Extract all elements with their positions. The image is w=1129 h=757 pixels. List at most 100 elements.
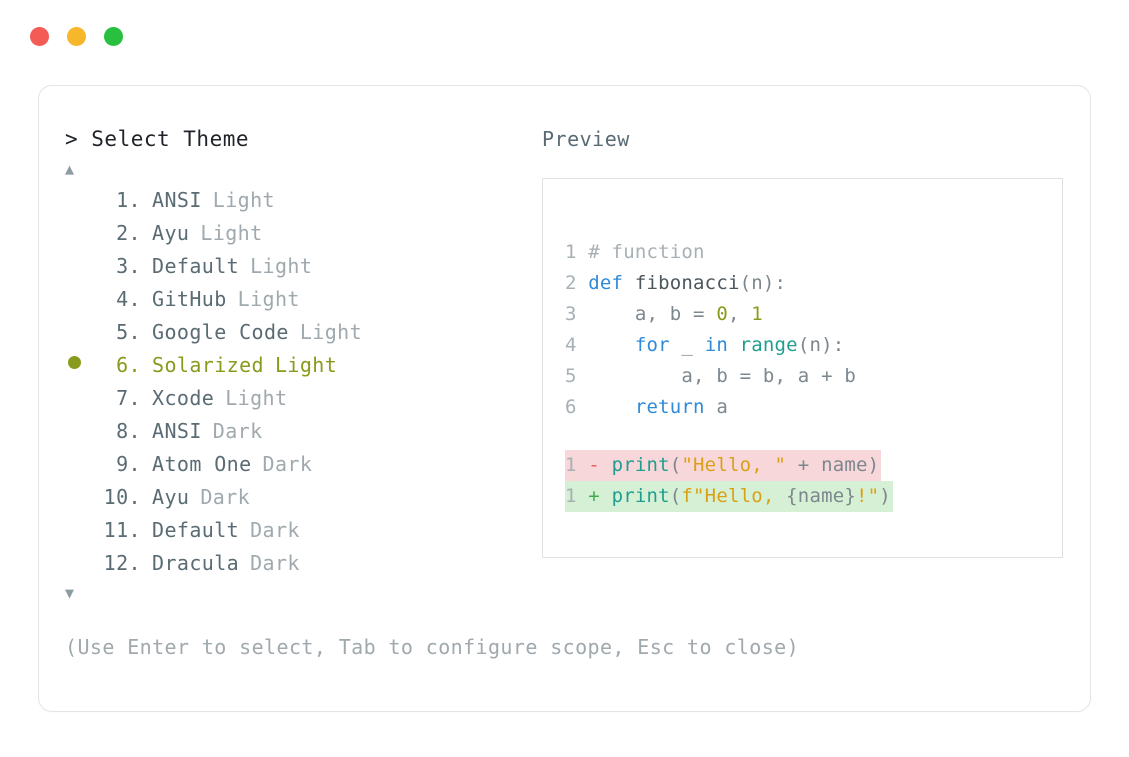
list-item[interactable]: 9. Atom One Dark	[65, 448, 535, 481]
code-string: f"Hello,	[681, 485, 787, 507]
list-item[interactable]: 12. Dracula Dark	[65, 547, 535, 580]
list-item-number: 7.	[116, 386, 141, 410]
selection-indicator	[65, 349, 93, 382]
preview-label: Preview	[542, 127, 630, 151]
diff-line-removed: 1 - print("Hello, " + name)	[565, 450, 882, 481]
code-keyword: for	[634, 334, 670, 356]
list-item-variant: Light	[212, 188, 275, 212]
code-string: !"	[856, 485, 880, 507]
code-indent	[588, 365, 681, 387]
list-item-number: 5.	[116, 320, 141, 344]
code-text: a	[704, 396, 728, 418]
code-punctuation: (	[669, 454, 682, 476]
code-punctuation: (n):	[797, 334, 845, 356]
code-text: _	[669, 334, 705, 356]
code-punctuation: (	[669, 485, 682, 507]
selection-indicator	[65, 217, 93, 250]
list-item-number: 11.	[103, 518, 141, 542]
code-builtin: print	[611, 485, 670, 507]
list-item-label: GitHub	[152, 287, 227, 311]
code-punctuation: (n):	[739, 272, 787, 294]
code-line-3: 3 a, b = 0, 1	[565, 299, 1058, 330]
code-comment: # function	[588, 241, 705, 263]
page-title: > Select Theme	[65, 127, 250, 151]
list-item-label: Solarized	[152, 353, 264, 377]
code-line-2: 2 def fibonacci(n):	[565, 268, 1058, 299]
code-text: + name	[786, 454, 868, 476]
list-item-label: Ayu	[152, 221, 190, 245]
code-preview-box: 1 # function 2 def fibonacci(n): 3 a, b …	[542, 178, 1063, 558]
code-text: a, b = b, a + b	[681, 365, 856, 387]
line-number: 1	[565, 241, 577, 263]
list-item-variant: Light	[299, 320, 363, 344]
preview-pane: Preview 1 # function 2 def fibonacci(n):…	[542, 126, 1067, 558]
scroll-down-icon[interactable]: ▼	[65, 584, 75, 602]
list-item-label: ANSI	[152, 419, 202, 443]
code-block: 1 # function 2 def fibonacci(n): 3 a, b …	[565, 237, 1058, 512]
diff-minus-sign: -	[588, 454, 600, 476]
bullet-icon	[68, 356, 81, 369]
line-number: 2	[565, 272, 577, 294]
list-item-number: 3.	[116, 254, 141, 278]
list-item-variant: Dark	[250, 518, 300, 542]
list-item-label: Atom One	[152, 452, 252, 476]
code-builtin: print	[611, 454, 670, 476]
code-text: {name}	[786, 485, 857, 507]
list-item-variant: Light	[200, 221, 263, 245]
code-punctuation: )	[867, 454, 880, 476]
code-line-1: 1 # function	[565, 237, 1058, 268]
selection-indicator	[65, 250, 93, 283]
code-keyword: def	[588, 272, 624, 294]
minimize-button[interactable]	[67, 27, 86, 46]
list-item-number: 1.	[116, 188, 141, 212]
code-line-4: 4 for _ in range(n):	[565, 330, 1058, 361]
selection-indicator	[65, 283, 93, 316]
selection-indicator	[65, 316, 93, 349]
window-titlebar	[30, 27, 123, 46]
keyboard-hint: (Use Enter to select, Tab to configure s…	[65, 635, 800, 659]
list-item-number: 8.	[116, 419, 141, 443]
list-item[interactable]: 5. Google Code Light	[65, 316, 535, 349]
maximize-button[interactable]	[104, 27, 123, 46]
list-item[interactable]: 10. Ayu Dark	[65, 481, 535, 514]
code-text: a, b =	[634, 303, 717, 325]
code-indent	[588, 396, 635, 418]
list-item-variant: Light	[225, 386, 288, 410]
list-item[interactable]: 8. ANSI Dark	[65, 415, 535, 448]
list-item[interactable]: 11. Default Dark	[65, 514, 535, 547]
line-number: 3	[565, 303, 577, 325]
theme-list-pane: > Select Theme ▲ 1. ANSI Light 2. Ayu Li…	[65, 126, 535, 604]
list-item-label: Default	[152, 254, 240, 278]
line-number: 4	[565, 334, 577, 356]
list-item-label: Dracula	[152, 551, 240, 575]
list-item-variant: Light	[274, 353, 338, 377]
code-keyword: in	[704, 334, 728, 356]
code-space	[728, 334, 740, 356]
theme-picker-card: > Select Theme ▲ 1. ANSI Light 2. Ayu Li…	[38, 85, 1091, 712]
list-item-variant: Dark	[262, 452, 313, 476]
line-number: 6	[565, 396, 577, 418]
line-number: 5	[565, 365, 577, 387]
list-item-label: Ayu	[152, 485, 190, 509]
scroll-up-icon[interactable]: ▲	[65, 160, 75, 178]
list-item[interactable]: 7. Xcode Light	[65, 382, 535, 415]
list-item[interactable]: 3. Default Light	[65, 250, 535, 283]
list-item[interactable]: 2. Ayu Light	[65, 217, 535, 250]
theme-list: 1. ANSI Light 2. Ayu Light 3. Default	[65, 184, 535, 580]
list-item[interactable]: 4. GitHub Light	[65, 283, 535, 316]
list-item[interactable]: 1. ANSI Light	[65, 184, 535, 217]
close-button[interactable]	[30, 27, 49, 46]
list-item-number: 12.	[103, 551, 141, 575]
selection-indicator	[65, 448, 93, 481]
selection-indicator	[65, 415, 93, 448]
list-item-variant: Dark	[212, 419, 263, 443]
code-keyword: return	[634, 396, 705, 418]
list-item-number: 6.	[116, 353, 141, 377]
list-item-selected[interactable]: 6. Solarized Light	[65, 349, 535, 382]
code-text: ,	[727, 303, 752, 325]
selection-indicator	[65, 547, 93, 580]
diff-line-added: 1 + print(f"Hello, {name}!")	[565, 481, 893, 512]
code-function-name: fibonacci	[623, 272, 740, 294]
list-item-variant: Light	[250, 254, 313, 278]
